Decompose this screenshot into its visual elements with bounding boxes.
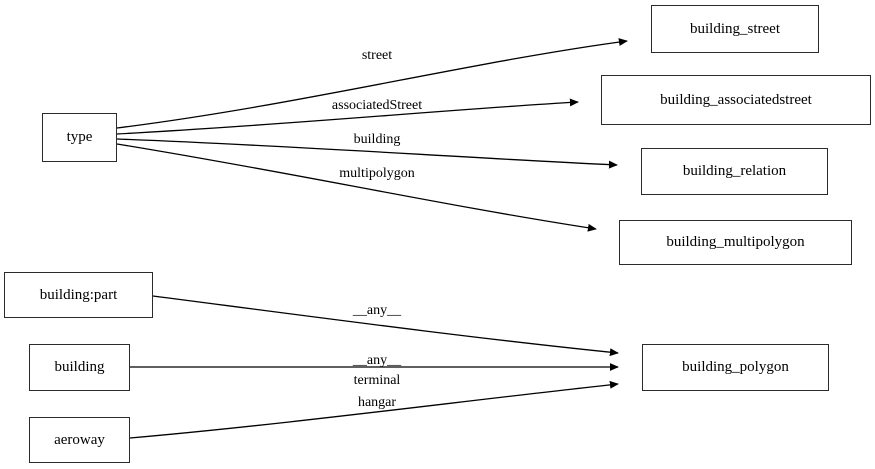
edge-buildingpart-polygon xyxy=(152,295,619,357)
node-building[interactable]: building xyxy=(29,344,130,391)
edge-type-associatedstreet xyxy=(116,98,579,135)
node-label: type xyxy=(66,129,93,145)
edge-label-associatedstreet: associatedStreet xyxy=(331,98,423,113)
node-type[interactable]: type xyxy=(42,113,117,162)
node-label: aeroway xyxy=(54,431,105,448)
node-building-part[interactable]: building:part xyxy=(4,272,153,318)
edge-type-street xyxy=(116,38,628,129)
edge-aeroway-polygon xyxy=(129,380,619,439)
edge-label-building-any: __any__ xyxy=(352,353,402,368)
node-building-street[interactable]: building_street xyxy=(651,5,819,53)
node-building-polygon[interactable]: building_polygon xyxy=(642,344,829,391)
edge-label-building: building xyxy=(353,132,401,147)
edge-label-aeroway-terminal: terminal xyxy=(353,373,401,388)
edge-label-street: street xyxy=(361,48,393,63)
edge-type-multipolygon xyxy=(116,143,597,232)
edge-label-multipolygon: multipolygon xyxy=(339,166,415,181)
node-aeroway[interactable]: aeroway xyxy=(29,417,130,463)
edge-label-buildingpart-any: __any__ xyxy=(352,303,402,318)
node-label: building_multipolygon xyxy=(666,234,805,250)
edge-type-building xyxy=(116,138,618,169)
node-building-relation[interactable]: building_relation xyxy=(641,148,828,195)
node-building-associatedstreet[interactable]: building_associatedstreet xyxy=(601,75,871,125)
node-label: building_relation xyxy=(682,163,787,179)
node-label: building_polygon xyxy=(682,359,789,375)
node-label: building_street xyxy=(690,20,780,37)
node-building-multipolygon[interactable]: building_multipolygon xyxy=(619,220,852,265)
node-label: building_associatedstreet xyxy=(660,91,812,108)
edge-label-aeroway-hangar: hangar xyxy=(357,395,397,410)
node-label: building xyxy=(54,359,105,375)
node-label: building:part xyxy=(39,286,118,303)
